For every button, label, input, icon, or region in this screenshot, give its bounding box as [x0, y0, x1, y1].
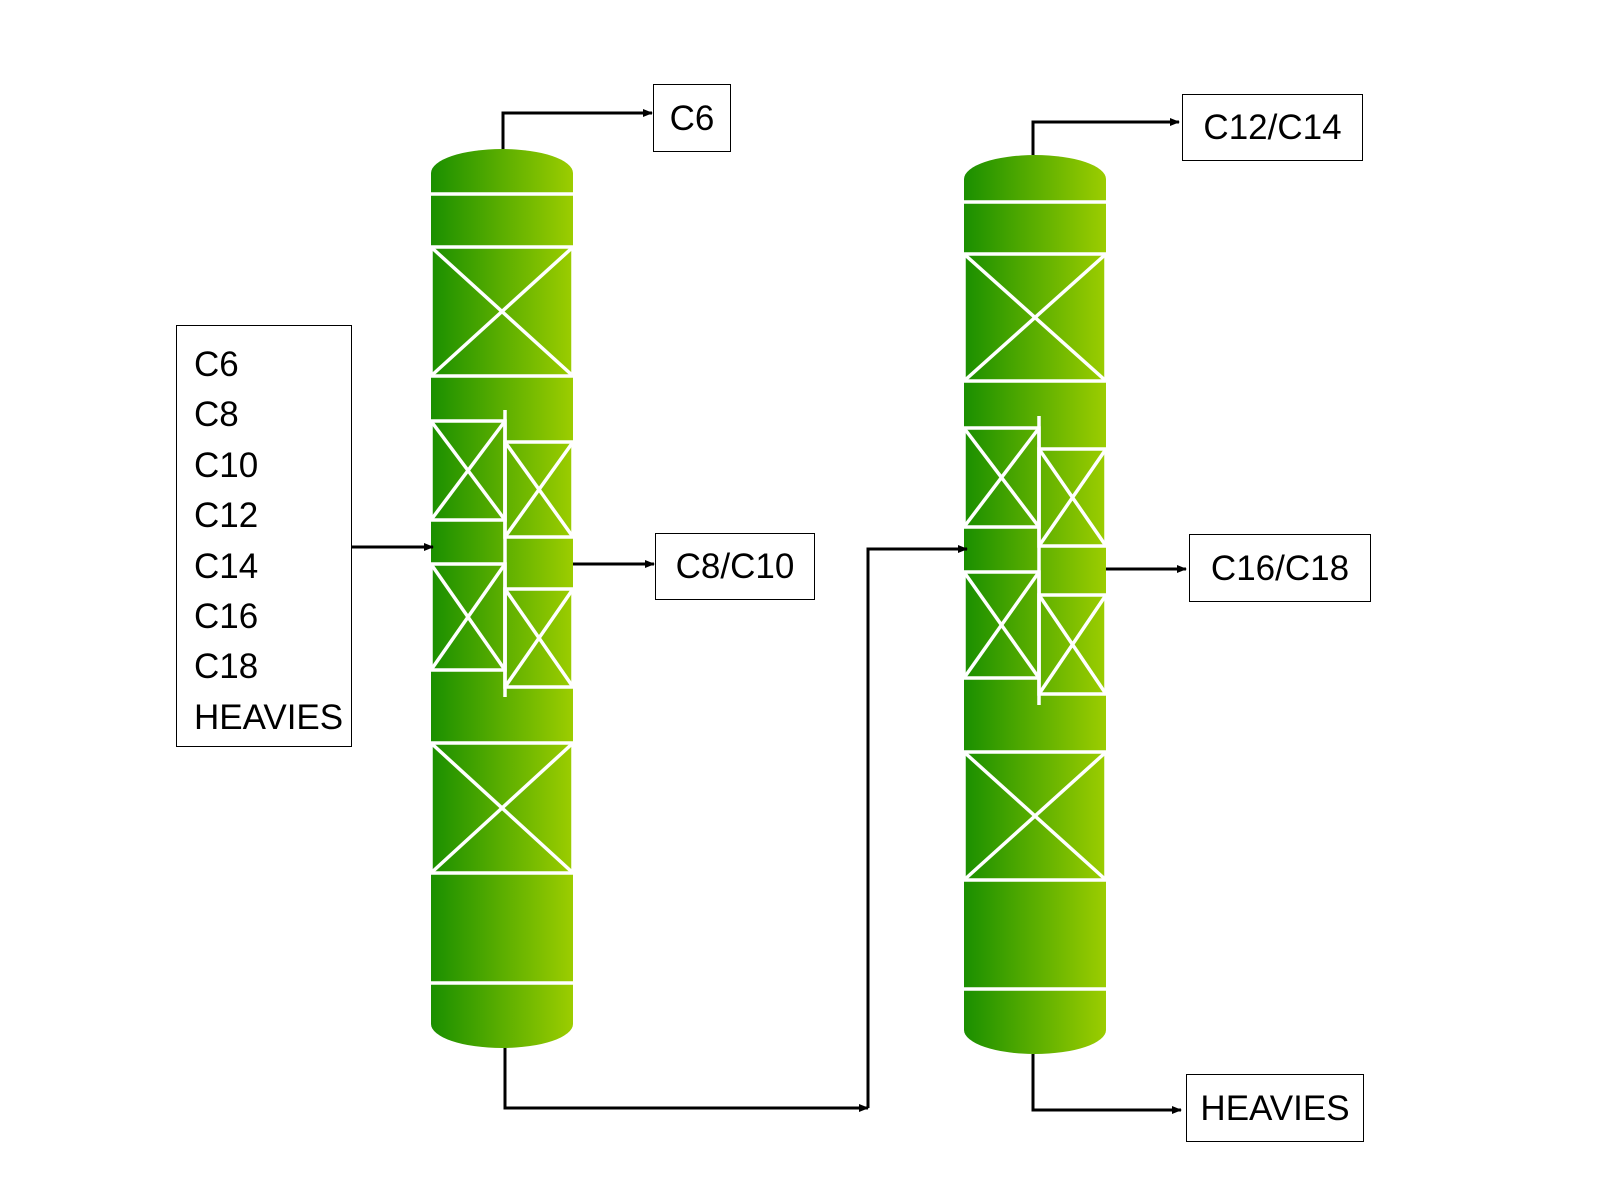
column-2-internals — [962, 200, 1108, 991]
column-2-sidedraw-packing-upper — [1037, 447, 1108, 548]
column-1 — [429, 149, 575, 1048]
column-2-bottoms-product-box: HEAVIES — [1186, 1074, 1364, 1142]
column-2-upper-packed-bed — [962, 252, 1108, 383]
feed-component: C16 — [194, 597, 259, 637]
column-2-overhead-product-box: C12/C14 — [1182, 94, 1363, 161]
column-2-lower-packed-bed — [962, 750, 1108, 882]
column-1-shell — [431, 149, 573, 1048]
column-2-overhead-stream-arrow — [1031, 118, 1180, 155]
column-1-sidedraw-packing-upper — [503, 440, 575, 539]
feed-composition-box: C6 C8 C10 C12 C14 C16 C18 HEAVIES — [176, 325, 352, 747]
column-1-bottoms-stream-arrow — [503, 1048, 869, 1112]
column-1-internals — [429, 192, 575, 985]
feed-component: C8 — [194, 395, 239, 435]
column-1-side-product-box: C8/C10 — [655, 533, 815, 600]
column-1-sidedraw-packing-lower — [503, 587, 575, 689]
feed-component-list: C6 C8 C10 C12 C14 C16 C18 HEAVIES — [177, 326, 351, 743]
column-1-lower-packed-bed — [429, 741, 575, 875]
column-2-feed-stream-arrow — [866, 545, 968, 1108]
column-1-overhead-stream-arrow — [501, 109, 653, 149]
column-2-sidedraw-packing-lower — [1037, 593, 1108, 696]
feed-component: C6 — [194, 345, 239, 384]
feed-component: C18 — [194, 647, 259, 687]
process-streams — [352, 109, 1187, 1114]
feed-component: C12 — [194, 496, 259, 536]
feed-component: C14 — [194, 546, 259, 586]
column-1-upper-packed-bed — [429, 245, 575, 378]
column-2-bottoms-stream-arrow — [1031, 1054, 1182, 1114]
column-2 — [962, 155, 1108, 1054]
feed-component: HEAVIES — [194, 697, 344, 737]
column-1-overhead-product-box: C6 — [653, 84, 731, 152]
feed-component: C10 — [194, 445, 259, 485]
column-2-side-product-box: C16/C18 — [1189, 534, 1371, 602]
